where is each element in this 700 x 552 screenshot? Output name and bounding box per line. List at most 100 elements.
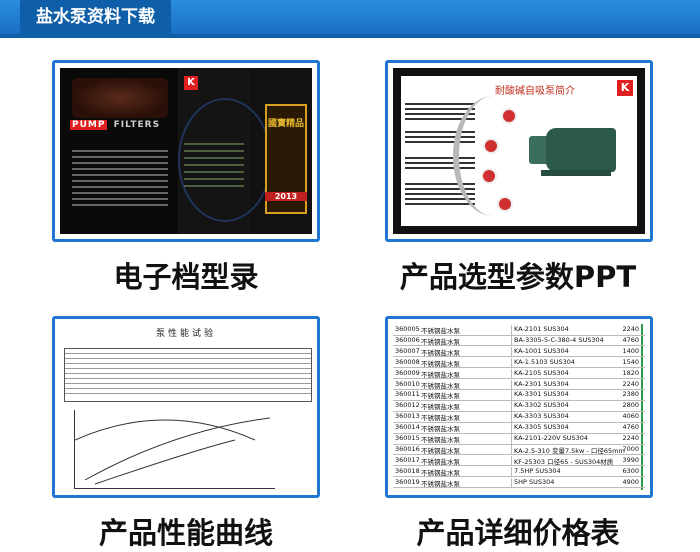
item-model: KA-1001 SUS304 [511, 346, 569, 357]
item-name: 不锈钢盐水泵 [421, 468, 460, 477]
item-price: 1400 [622, 346, 639, 355]
item-name: 不锈钢盐水泵 [421, 446, 460, 455]
curve-card[interactable]: 泵性能试验 [52, 316, 320, 498]
item-code: 360006 [395, 335, 420, 344]
item-code: 360018 [395, 466, 420, 475]
item-code: 360015 [395, 434, 420, 442]
ppt-card[interactable]: 耐酸碱自吸泵简介 K [385, 60, 653, 242]
item-name: 不锈钢盐水泵 [421, 337, 460, 346]
item-model: KF-25303 口径65 - SUS304材质 [511, 455, 613, 466]
test-table [64, 348, 312, 402]
item-code: 360008 [395, 357, 420, 366]
item-price: 4760 [622, 335, 639, 344]
item-model: KA-3303 SUS304 [511, 412, 569, 423]
ppt-thumbnail: 耐酸碱自吸泵简介 K [393, 68, 645, 234]
item-price: 2380 [622, 390, 639, 399]
item-code: 360016 [395, 444, 420, 453]
curve-title: 泵性能试验 [155, 329, 216, 339]
item-name: 不锈钢盐水泵 [421, 436, 460, 444]
item-name: 不锈钢盐水泵 [421, 414, 460, 423]
item-code: 360013 [395, 412, 420, 421]
item-price: 2240 [622, 325, 639, 333]
item-model: 7.5HP SUS304 [511, 466, 561, 477]
item-code: 360011 [395, 390, 420, 399]
header-stripe [0, 34, 700, 38]
item-price: 2240 [622, 434, 639, 442]
item-price: 7000 [622, 444, 639, 453]
award-year: 2013 [265, 192, 307, 201]
item-name: 不锈钢盐水泵 [421, 359, 460, 368]
item-code: 360017 [395, 455, 420, 464]
pump-image [529, 136, 551, 164]
item-name: 不锈钢盐水泵 [421, 370, 460, 379]
ppt-caption[interactable]: 产品选型参数PPT [399, 260, 637, 294]
item-model: KA-3301 SUS304 [511, 390, 569, 401]
item-price: 1540 [622, 357, 639, 366]
item-name: 不锈钢盐水泵 [421, 381, 460, 390]
item-code: 360014 [395, 423, 420, 432]
item-name: 不锈钢盐水泵 [421, 327, 460, 335]
item-name: 不锈钢盐水泵 [421, 425, 460, 434]
item-price: 4760 [622, 423, 639, 432]
item-price: 3990 [622, 455, 639, 464]
performance-graph [74, 410, 275, 489]
item-price: 2800 [622, 401, 639, 410]
curve-thumbnail: 泵性能试验 [60, 324, 312, 490]
item-model: BA-3305-5-C-380-4 SUS304 [511, 335, 604, 346]
item-model: KA-3302 SUS304 [511, 401, 569, 412]
catalog-thumbnail: PUMP FILTERS K 國寶精品 2013 [60, 68, 312, 234]
item-model: KA-2101 SUS304 [511, 325, 569, 335]
world-map-image [72, 78, 168, 118]
k-logo-icon: K [617, 80, 633, 96]
item-name: 不锈钢盐水泵 [421, 457, 460, 466]
pricelist-caption[interactable]: 产品详细价格表 [416, 516, 620, 550]
item-code: 360005 [395, 325, 420, 333]
item-code: 360007 [395, 346, 420, 355]
item-code: 360009 [395, 368, 420, 377]
catalog-card[interactable]: PUMP FILTERS K 國寶精品 2013 [52, 60, 320, 242]
item-name: 不锈钢盐水泵 [421, 403, 460, 412]
item-price: 6300 [622, 466, 639, 475]
item-code: 360019 [395, 477, 420, 486]
catalog-caption[interactable]: 电子档型录 [113, 260, 259, 294]
section-header: 盐水泵资料下载 [0, 0, 700, 40]
item-model: KA-1.5103 SUS304 [511, 357, 575, 368]
k-logo-icon: K [184, 76, 198, 90]
item-code: 360012 [395, 401, 420, 410]
item-model: KA-2301 SUS304 [511, 379, 569, 390]
item-name: 不锈钢盐水泵 [421, 348, 460, 357]
item-model: KA-3305 SUS304 [511, 423, 569, 434]
curve-caption[interactable]: 产品性能曲线 [98, 516, 273, 550]
item-model: KA-2105 SUS304 [511, 368, 569, 379]
award-text: 國寶精品 [267, 119, 304, 129]
item-price: 4900 [622, 477, 639, 486]
item-name: 不锈钢盐水泵 [421, 479, 460, 488]
slide-title: 耐酸碱自吸泵简介 [495, 86, 575, 97]
item-code: 360010 [395, 379, 420, 388]
item-price: 4060 [622, 412, 639, 421]
item-model: KA-2.5-310 变量7.5kw - 口径65mm [511, 444, 625, 455]
item-name: 不锈钢盐水泵 [421, 392, 460, 401]
item-price: 2240 [622, 379, 639, 388]
item-price: 1820 [622, 368, 639, 377]
brand-logo: PUMP FILTERS [70, 120, 161, 130]
item-model: 5HP SUS304 [511, 477, 554, 488]
section-title: 盐水泵资料下载 [20, 0, 171, 34]
